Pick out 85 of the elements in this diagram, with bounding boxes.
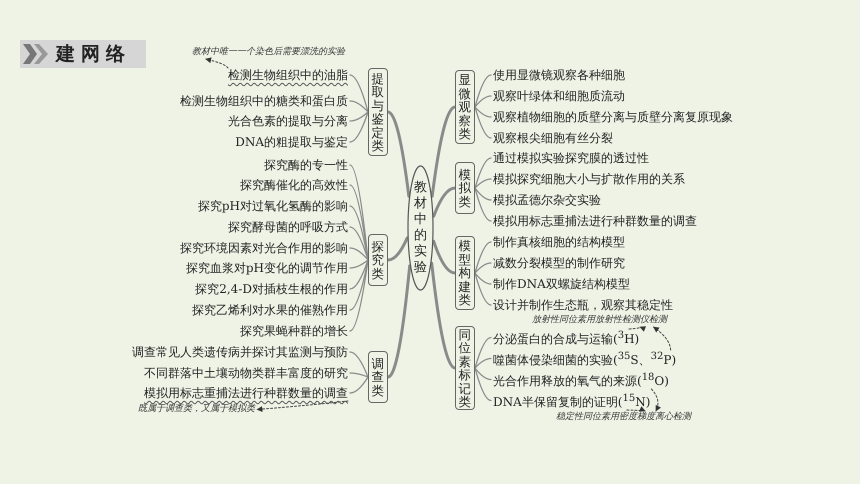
branch-line bbox=[386, 236, 409, 262]
branch-line bbox=[474, 106, 492, 118]
annotation-arrow bbox=[628, 326, 646, 332]
category-box: 模拟类 bbox=[455, 162, 475, 214]
experiment-text: 调查常见人类遗传病并探讨其监测与预防 bbox=[132, 344, 348, 360]
branch-line bbox=[349, 111, 369, 122]
experiment-text: 检测生物组织中的糖类和蛋白质 bbox=[180, 93, 348, 109]
branch-line bbox=[349, 259, 369, 290]
experiment-text: 探究果蝇种群的增长 bbox=[240, 323, 348, 339]
category-box: 显微观察类 bbox=[455, 70, 475, 144]
experiment-text: 模拟用标志重捕法进行种群数量的调查 bbox=[144, 385, 348, 401]
branch-line bbox=[474, 336, 492, 369]
experiment-text: 模拟孟德尔杂交实验 bbox=[493, 192, 601, 208]
branch-line bbox=[474, 157, 492, 189]
experiment-text: 噬菌体侵染细菌的实验($^{35}$S、$^{32}$P) bbox=[493, 349, 676, 368]
category-box: 调查类 bbox=[368, 351, 388, 403]
category-box: 模型构建类 bbox=[455, 236, 475, 310]
annotation-arrow bbox=[205, 57, 228, 68]
branch-line bbox=[474, 95, 492, 108]
experiment-text: 探究酵母菌的呼吸方式 bbox=[228, 219, 348, 235]
category-box: 提取与鉴定类 bbox=[368, 68, 388, 156]
experiment-text: 分泌蛋白的合成与运输($^{3}$H) bbox=[493, 328, 640, 347]
experiment-text: 设计并制作生态瓶，观察其稳定性 bbox=[493, 297, 673, 313]
branch-line bbox=[474, 74, 492, 108]
branch-line bbox=[430, 106, 456, 198]
experiment-text: DNA半保留复制的证明($^{15}$N) bbox=[493, 391, 650, 410]
experiment-text: 通过模拟实验探究膜的透过性 bbox=[493, 150, 649, 166]
branch-line bbox=[430, 262, 456, 370]
experiment-text: 观察根尖细胞有丝分裂 bbox=[493, 130, 613, 146]
branch-line bbox=[349, 100, 369, 113]
branch-line bbox=[474, 106, 492, 139]
annotation-arrow bbox=[650, 388, 661, 412]
annotation-arrow bbox=[256, 400, 348, 412]
experiment-text: 观察叶绿体和细胞质流动 bbox=[493, 88, 625, 104]
experiment-text: 检测生物组织中的油脂 bbox=[228, 67, 348, 83]
experiment-text: 探究酶催化的高效性 bbox=[240, 177, 348, 193]
category-box: 同位素标记类 bbox=[455, 326, 475, 410]
branch-line bbox=[432, 186, 456, 218]
branch-line bbox=[349, 111, 369, 143]
branch-line bbox=[386, 264, 412, 378]
experiment-text: 制作DNA双螺旋结构模型 bbox=[493, 276, 630, 292]
section-title: 建网络 bbox=[56, 42, 131, 66]
experiment-text: 不同群落中土壤动物类群丰富度的研究 bbox=[144, 365, 348, 381]
experiment-text: 使用显微镜观察各种细胞 bbox=[493, 67, 625, 83]
experiment-text: 模拟用标志重捕法进行种群数量的调查 bbox=[493, 213, 697, 229]
center-ellipse: 教材中的实验 bbox=[407, 165, 434, 291]
experiment-text: 探究环境因素对光合作用的影响 bbox=[180, 240, 348, 256]
handwritten-note: 放射性同位素用放射性检测仪检测 bbox=[532, 315, 667, 326]
experiment-text: 模拟探究细胞大小与扩散作用的关系 bbox=[493, 171, 685, 187]
experiment-text: 减数分裂模型的制作研究 bbox=[493, 255, 625, 271]
experiment-text: 探究酶的专一性 bbox=[264, 157, 348, 173]
branch-line bbox=[474, 187, 492, 222]
branch-line bbox=[474, 262, 492, 274]
branch-line bbox=[474, 367, 492, 380]
experiment-text: 探究血浆对pH变化的调节作用 bbox=[186, 260, 348, 276]
branch-line bbox=[474, 358, 492, 369]
experiment-text: 探究pH对过氧化氢酶的影响 bbox=[198, 198, 348, 214]
experiment-text: 光合色素的提取与分离 bbox=[228, 113, 348, 129]
category-box: 探究类 bbox=[368, 234, 388, 286]
branch-line bbox=[386, 110, 410, 198]
experiment-text: 观察植物细胞的质壁分离与质壁分离复原现象 bbox=[493, 109, 733, 125]
branch-line bbox=[349, 376, 369, 394]
annotation-arrow bbox=[626, 406, 646, 412]
branch-line bbox=[474, 187, 492, 201]
handwritten-note: 教材中唯一一个染色后需要漂洗的实验 bbox=[192, 47, 345, 58]
experiment-text: 探究乙烯利对水果的催熟作用 bbox=[192, 302, 348, 318]
branch-line bbox=[349, 351, 369, 378]
branch-line bbox=[349, 226, 369, 261]
experiment-text: 制作真核细胞的结构模型 bbox=[493, 234, 625, 250]
branch-line bbox=[349, 247, 369, 261]
branch-line bbox=[349, 372, 369, 378]
branch-line bbox=[474, 241, 492, 274]
branch-line bbox=[474, 367, 492, 402]
experiment-text: 探究2,4-D对插枝生根的作用 bbox=[195, 281, 348, 297]
annotation-arrow bbox=[653, 326, 672, 350]
branch-line bbox=[349, 259, 369, 269]
branch-line bbox=[474, 272, 492, 285]
branch-line bbox=[474, 272, 492, 306]
branch-line bbox=[432, 240, 456, 274]
handwritten-note: 稳定性同位素用密度梯度离心检测 bbox=[556, 412, 691, 423]
handwritten-note: 既属于调查类，又属于模拟类 bbox=[138, 404, 255, 415]
experiment-text: DNA的粗提取与鉴定 bbox=[235, 134, 348, 150]
branch-line bbox=[474, 178, 492, 189]
branch-line bbox=[349, 74, 369, 113]
experiment-text: 光合作用释放的氧气的来源($^{18}$O) bbox=[493, 370, 669, 389]
